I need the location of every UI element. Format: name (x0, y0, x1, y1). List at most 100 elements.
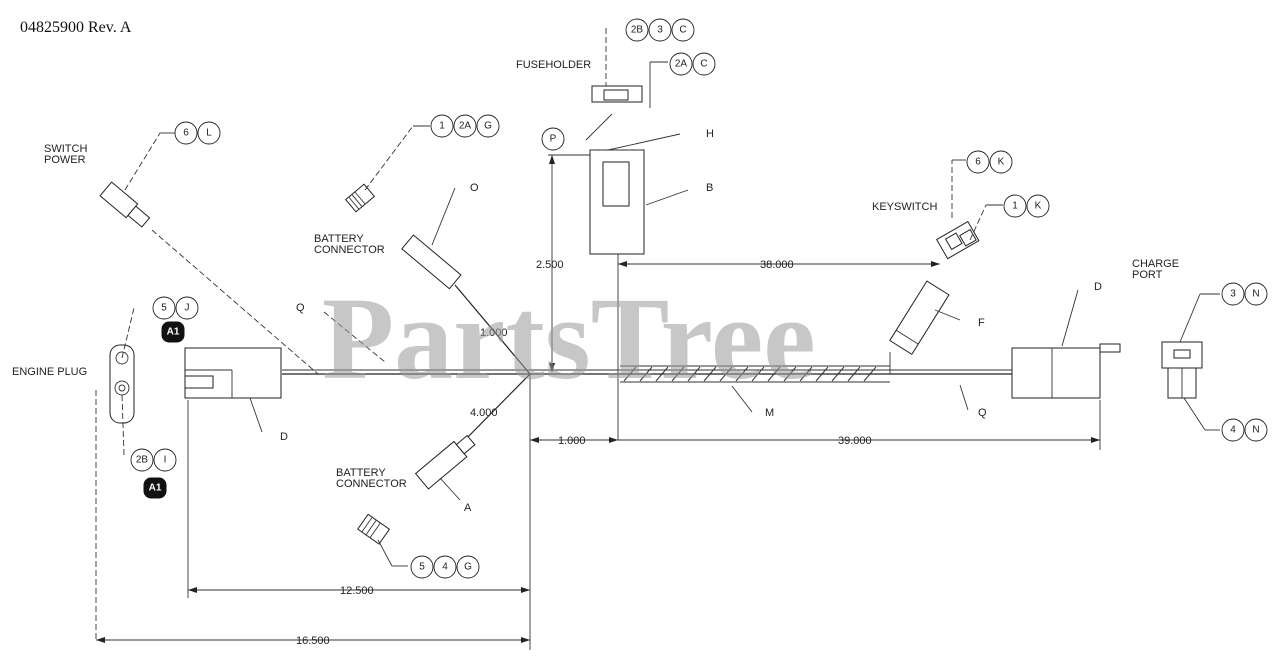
leader-d1 (249, 397, 263, 433)
callout-bubble-text: N (1252, 289, 1259, 300)
label-keyswitch: KEYSWITCH (872, 201, 937, 213)
label-charge-port-2: PORT (1132, 269, 1163, 281)
callout-bubble (1026, 194, 1050, 218)
badge-engine-lower: A1 (143, 477, 167, 499)
letter-a: A (464, 502, 472, 514)
leader-battery-top (364, 125, 414, 191)
callout-bubble-text: 1 (1012, 201, 1018, 212)
callout-bubble (453, 114, 477, 138)
callout-fuse-top: 2B 3 C (625, 18, 695, 42)
svg-text:A1: A1 (149, 483, 162, 494)
branch-to-battery-top (454, 284, 531, 375)
callout-bubble (1244, 282, 1268, 306)
callout-bubble (648, 18, 672, 42)
callout-bubble-text: L (206, 128, 212, 139)
label-switch-power-2: POWER (44, 154, 86, 166)
callout-bubble (625, 18, 649, 42)
document-number: 04825900 Rev. A (20, 19, 132, 36)
callout-bubble-text: 5 (419, 562, 425, 573)
leader-h (607, 133, 681, 151)
letter-d2: D (1094, 281, 1102, 293)
callout-bubble (153, 448, 177, 472)
callout-bubble-text: 2A (459, 121, 472, 132)
engine-plug (109, 344, 135, 424)
switch-power-connector (99, 181, 151, 228)
dim-12500: 12.500 (340, 585, 374, 597)
battery-terminal-top (344, 183, 376, 213)
callout-bubble (130, 448, 154, 472)
callout-bubble (1244, 418, 1268, 442)
leader-m (731, 385, 753, 413)
keyswitch-connector (935, 220, 980, 260)
callout-bubble (1221, 282, 1245, 306)
callout-bubble-text: 2B (136, 455, 149, 466)
callout-battery-bottom: 5 4 G (410, 555, 480, 579)
letter-q1: Q (296, 302, 305, 314)
callout-bubble-text: 3 (1230, 289, 1236, 300)
callout-bubble-text: J (185, 303, 190, 314)
leader-switch-power (124, 132, 161, 191)
callout-bubble (175, 296, 199, 320)
callout-bubble (671, 18, 695, 42)
letter-f: F (978, 317, 985, 329)
callout-bubble-text: 1 (439, 121, 445, 132)
dim-1000-lower: 1.000 (558, 435, 586, 447)
leader-q1 (323, 311, 386, 363)
callout-bubble-text: K (1035, 201, 1042, 212)
leader-f (934, 309, 961, 321)
callout-bubble-text: K (998, 157, 1005, 168)
callout-bubble-text: G (464, 562, 472, 573)
branch-to-switch-power (151, 229, 319, 375)
callout-bubble (410, 555, 434, 579)
charge-connector-d (1011, 343, 1121, 399)
dim-4000: 4.000 (470, 407, 498, 419)
label-battery-connector-bottom-2: CONNECTOR (336, 478, 407, 490)
conduit-section-m (620, 365, 890, 383)
fuseholder-cap (591, 85, 643, 103)
callout-bubble (1003, 194, 1027, 218)
letter-h: H (706, 128, 714, 140)
svg-text:A1: A1 (167, 327, 180, 338)
callout-bubble-text: C (679, 25, 686, 36)
leader-q2 (959, 384, 969, 411)
callout-bubble-text: 2A (675, 59, 688, 70)
callout-fuse-mid: 2A C (669, 52, 716, 76)
label-charge-port-1: CHARGE (1132, 258, 1179, 270)
leader-b (645, 189, 689, 206)
letter-o: O (470, 182, 479, 194)
battery-terminal-bottom (357, 513, 391, 545)
callout-bubble-text: P (550, 134, 557, 145)
callout-bubble (174, 121, 198, 145)
leader-a (439, 477, 461, 501)
callout-bubble-text: 4 (442, 562, 448, 573)
label-engine-plug: ENGINE PLUG (12, 366, 87, 378)
watermark: PartsTree (322, 273, 816, 404)
dim-16500: 16.500 (296, 635, 330, 647)
letter-m: M (765, 407, 774, 419)
leader-charge-lower (1183, 397, 1206, 431)
leader-key-lower (969, 204, 987, 241)
callout-bubble (692, 52, 716, 76)
label-battery-connector-top-1: BATTERY (314, 233, 364, 245)
dim-2500: 2.500 (536, 259, 564, 271)
label-fuseholder: FUSEHOLDER (516, 59, 591, 71)
callout-bubble-text: 2B (631, 25, 644, 36)
callout-bubble-text: C (700, 59, 707, 70)
callout-bubble-text: 3 (657, 25, 663, 36)
callout-bubble (541, 127, 565, 151)
branch-to-battery-bottom (459, 373, 531, 446)
callout-fuse-p: P (541, 127, 565, 151)
dim-38000: 38.000 (760, 259, 794, 271)
badge-engine-upper: A1 (161, 321, 185, 343)
callout-bubble-text: 6 (975, 157, 981, 168)
dim-39000: 39.000 (838, 435, 872, 447)
callout-bubble (433, 555, 457, 579)
callout-bubble-text: 6 (183, 128, 189, 139)
